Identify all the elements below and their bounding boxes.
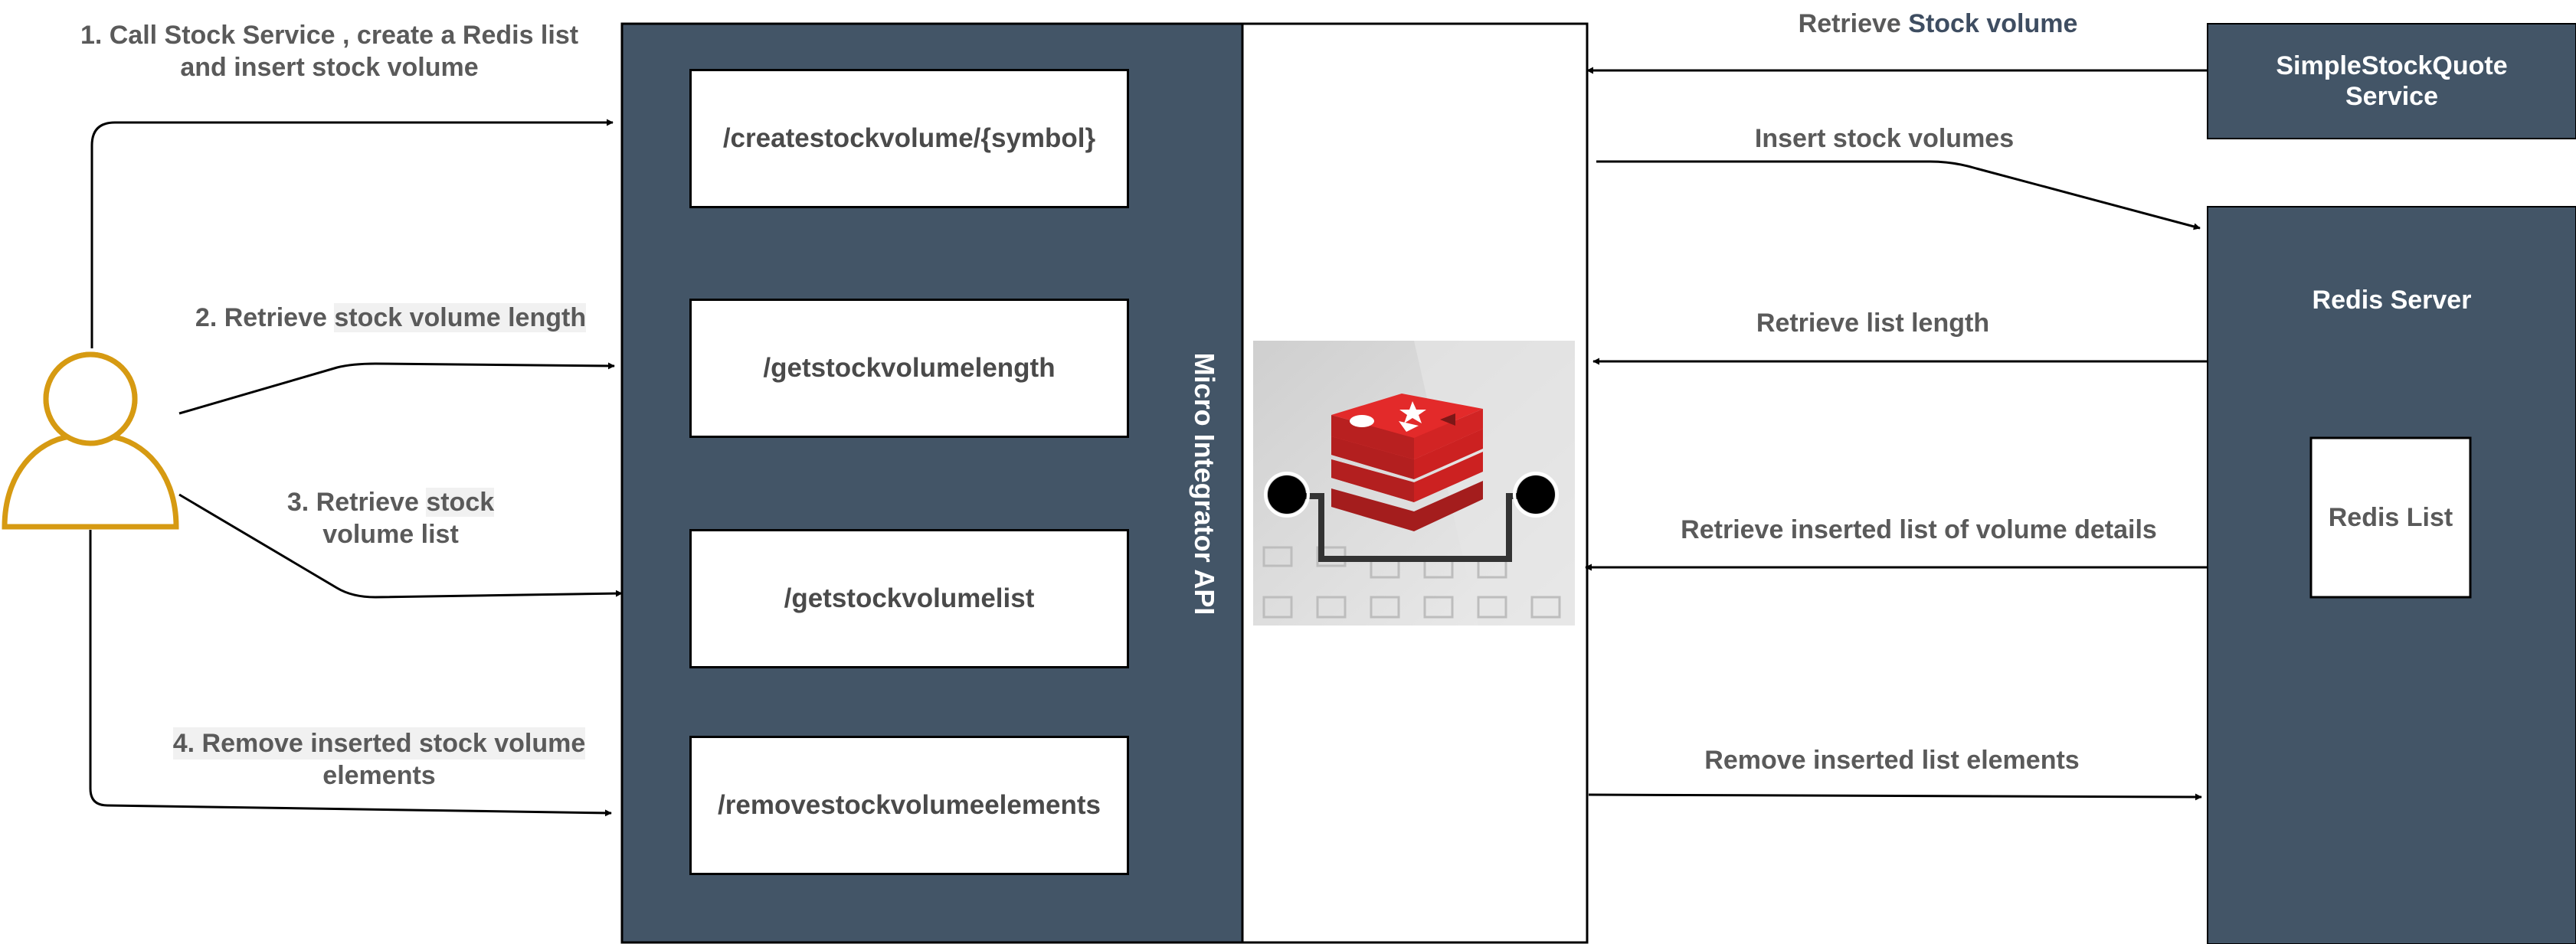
endpoint-remove-label: /removestockvolumeelements <box>718 790 1101 820</box>
connector-length <box>178 362 615 415</box>
connector-insert <box>1596 160 2201 230</box>
stock-quote-service-title: SimpleStockQuote Service <box>2208 51 2576 112</box>
step3-label: 3. Retrieve stock volume list <box>230 486 552 550</box>
insert-text: Insert stock volumes <box>1754 124 2015 153</box>
redis-server-title-text: Redis Server <box>2312 286 2472 315</box>
step4-line1: 4. Remove inserted stock volume <box>172 727 586 759</box>
step2-highlight: stock volume length <box>334 303 587 332</box>
retrieve-highlight: Stock volume <box>1908 9 2078 38</box>
step1-line2: and insert stock volume <box>180 53 479 82</box>
api-panel-title-text: Micro Integrator API <box>1189 352 1220 616</box>
redis-list-box <box>2309 436 2472 599</box>
retrieve-prefix: Retrieve <box>1798 9 1909 38</box>
redis-connector-icon <box>1253 341 1575 626</box>
endpoint-length-label: /getstockvolumelength <box>763 353 1056 383</box>
endpoint-get-stock-volume-list: /getstockvolumelist <box>689 529 1129 668</box>
step3-line2: volume list <box>322 520 459 549</box>
connector-create <box>90 119 614 348</box>
remove-elements-text: Remove inserted list elements <box>1704 746 2080 775</box>
remove-elements-label: Remove inserted list elements <box>1601 744 2183 776</box>
step3-highlight: stock <box>426 488 495 517</box>
step4-line2: elements <box>322 761 436 790</box>
redis-server-title: Redis Server <box>2208 285 2576 315</box>
step2-label: 2. Retrieve stock volume length <box>153 302 628 334</box>
connector-list <box>178 493 623 599</box>
user-icon <box>2 351 179 530</box>
endpoint-get-stock-volume-length: /getstockvolumelength <box>689 299 1129 438</box>
step3-prefix: 3. Retrieve <box>286 488 427 517</box>
connector-remove <box>89 530 612 817</box>
retrieve-stock-label: Retrieve Stock volume <box>1670 8 2206 40</box>
list-details-label: Retrieve inserted list of volume details <box>1593 514 2244 546</box>
stock-quote-title-line2: Service <box>2345 82 2438 111</box>
endpoint-list-label: /getstockvolumelist <box>784 583 1035 613</box>
insert-label: Insert stock volumes <box>1609 122 2160 155</box>
stock-quote-service-box <box>2207 23 2576 139</box>
list-details-text: Retrieve inserted list of volume details <box>1681 515 2157 544</box>
connector-remove-elements <box>1588 793 2202 801</box>
endpoint-remove-stock-volume-elements: /removestockvolumeelements <box>689 736 1129 875</box>
redis-list-label: Redis List <box>2328 502 2453 532</box>
stock-quote-title-line1: SimpleStockQuote <box>2276 51 2508 80</box>
step1-line1: 1. Call Stock Service , create a Redis l… <box>80 21 579 50</box>
list-length-label: Retrieve list length <box>1601 307 2145 339</box>
redis-list-label-box: Redis List <box>2311 438 2470 597</box>
list-length-text: Retrieve list length <box>1756 309 1990 338</box>
step1-label: 1. Call Stock Service , create a Redis l… <box>46 19 613 83</box>
step4-label: 4. Remove inserted stock volume elements <box>146 727 613 792</box>
endpoint-create-label: /createstockvolume/{symbol} <box>722 123 1096 153</box>
step2-prefix: 2. Retrieve <box>195 303 335 332</box>
endpoint-create-stock-volume: /createstockvolume/{symbol} <box>689 69 1129 208</box>
